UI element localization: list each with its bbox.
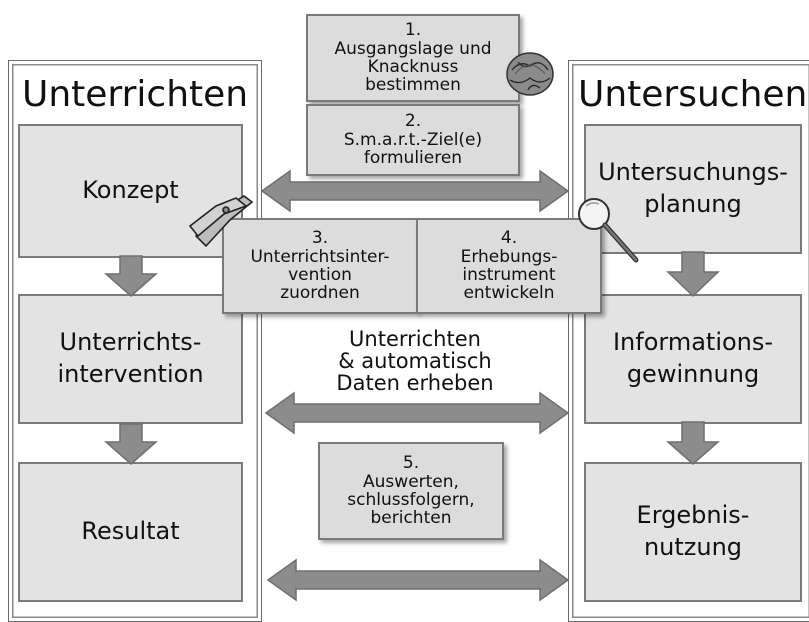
step-4-box: 4. Erhebungs- instrument entwickeln [416, 218, 602, 314]
down-arrow-left-2 [104, 423, 158, 465]
teaching-intervention-box: Unterrichts- intervention [18, 294, 243, 424]
left-column-title: Unterrichten [22, 74, 249, 115]
down-arrow-right-1 [666, 251, 720, 298]
step-2-box: 2. S.m.a.r.t.-Ziel(e) formulieren [306, 104, 520, 176]
double-arrow-top [260, 169, 570, 213]
step-3-box: 3. Unterrichtsinter- vention zuordnen [222, 218, 418, 314]
right-column-title: Untersuchen [578, 74, 808, 115]
step-5-number: 5. [402, 453, 420, 474]
double-arrow-bottom [266, 558, 570, 602]
double-arrow-middle [264, 391, 570, 435]
step-4-number: 4. [500, 228, 518, 249]
step-1-text: Ausgangslage und Knacknuss bestimmen [334, 38, 492, 96]
step-3-number: 3. [311, 228, 329, 249]
result-box: Resultat [18, 462, 243, 602]
step-4-text: Erhebungs- instrument entwickeln [460, 246, 558, 304]
middle-label: Unterrichten & automatisch Daten erheben [336, 327, 494, 396]
result-usage-box: Ergebnis- nutzung [584, 462, 802, 602]
information-gathering-box: Informations- gewinnung [584, 294, 802, 424]
arrows-layer [104, 169, 720, 602]
step-1-box: 1. Ausgangslage und Knacknuss bestimmen [306, 14, 520, 102]
step-3-text: Unterrichtsinter- vention zuordnen [250, 246, 390, 304]
step-2-text: S.m.a.r.t.-Ziel(e) formulieren [343, 129, 483, 169]
down-arrow-left-1 [104, 255, 158, 297]
step-5-text: Auswerten, schlussfolgern, berichten [347, 471, 475, 529]
step-2-number: 2. [404, 111, 422, 132]
step-5-box: 5. Auswerten, schlussfolgern, berichten [318, 442, 504, 540]
step-1-number: 1. [404, 20, 422, 41]
down-arrow-right-2 [666, 421, 720, 465]
